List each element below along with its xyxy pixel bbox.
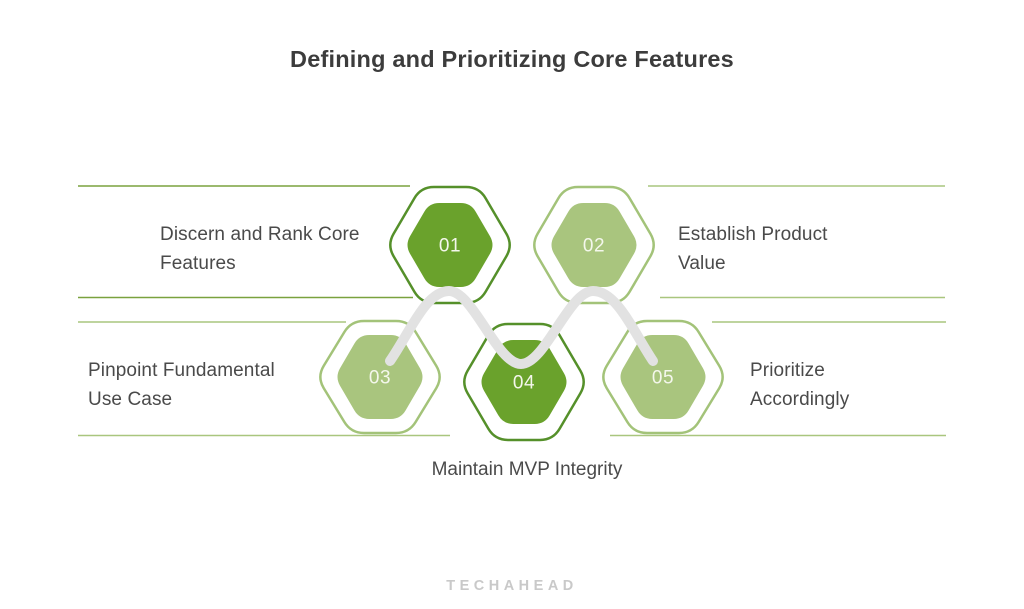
- step-2-label-line1: Establish Product: [678, 224, 828, 245]
- step-3-label: Pinpoint Fundamental Use Case: [88, 357, 275, 414]
- hexagon-number: 01: [439, 236, 461, 257]
- hexagon-number: 04: [513, 373, 535, 394]
- step-1-label-line2: Features: [160, 252, 236, 274]
- hexagon-number: 02: [583, 236, 605, 257]
- step-4-label: Maintain MVP Integrity: [431, 459, 623, 480]
- hexagon-fill: [481, 340, 567, 424]
- step-5-label-line1: Prioritize: [750, 360, 825, 381]
- page-title: Defining and Prioritizing Core Features: [290, 46, 734, 72]
- techahead-logo: TECHAHEAD: [446, 578, 578, 594]
- hexagon-number: 05: [652, 368, 674, 389]
- hexagon-03: 03: [319, 319, 441, 435]
- step-1-label: Discern and Rank Core Features: [160, 221, 360, 278]
- hexagon-grid: 03 04 05 01 02: [319, 185, 724, 442]
- step-2-label-line2: Value: [678, 252, 726, 274]
- hexagon-04: 04: [463, 322, 585, 442]
- hexagon-01: 01: [389, 185, 511, 305]
- connector-wave: [385, 285, 658, 370]
- band-lines: [78, 185, 946, 437]
- hexagon-fill: [620, 335, 706, 419]
- hexagon-fill: [407, 203, 493, 287]
- hexagon-02: 02: [533, 185, 655, 305]
- hexagon-fill: [551, 203, 637, 287]
- step-1-label-line1: Discern and Rank Core: [160, 224, 360, 245]
- hexagon-05: 05: [602, 319, 724, 435]
- step-3-label-line2: Use Case: [88, 388, 173, 410]
- step-5-label: Prioritize Accordingly: [750, 357, 849, 414]
- step-2-label: Establish Product Value: [678, 221, 828, 278]
- hexagon-fill: [337, 335, 423, 419]
- step-3-label-line1: Pinpoint Fundamental: [88, 360, 275, 381]
- hexagon-number: 03: [369, 368, 391, 389]
- step-5-label-line2: Accordingly: [750, 388, 850, 410]
